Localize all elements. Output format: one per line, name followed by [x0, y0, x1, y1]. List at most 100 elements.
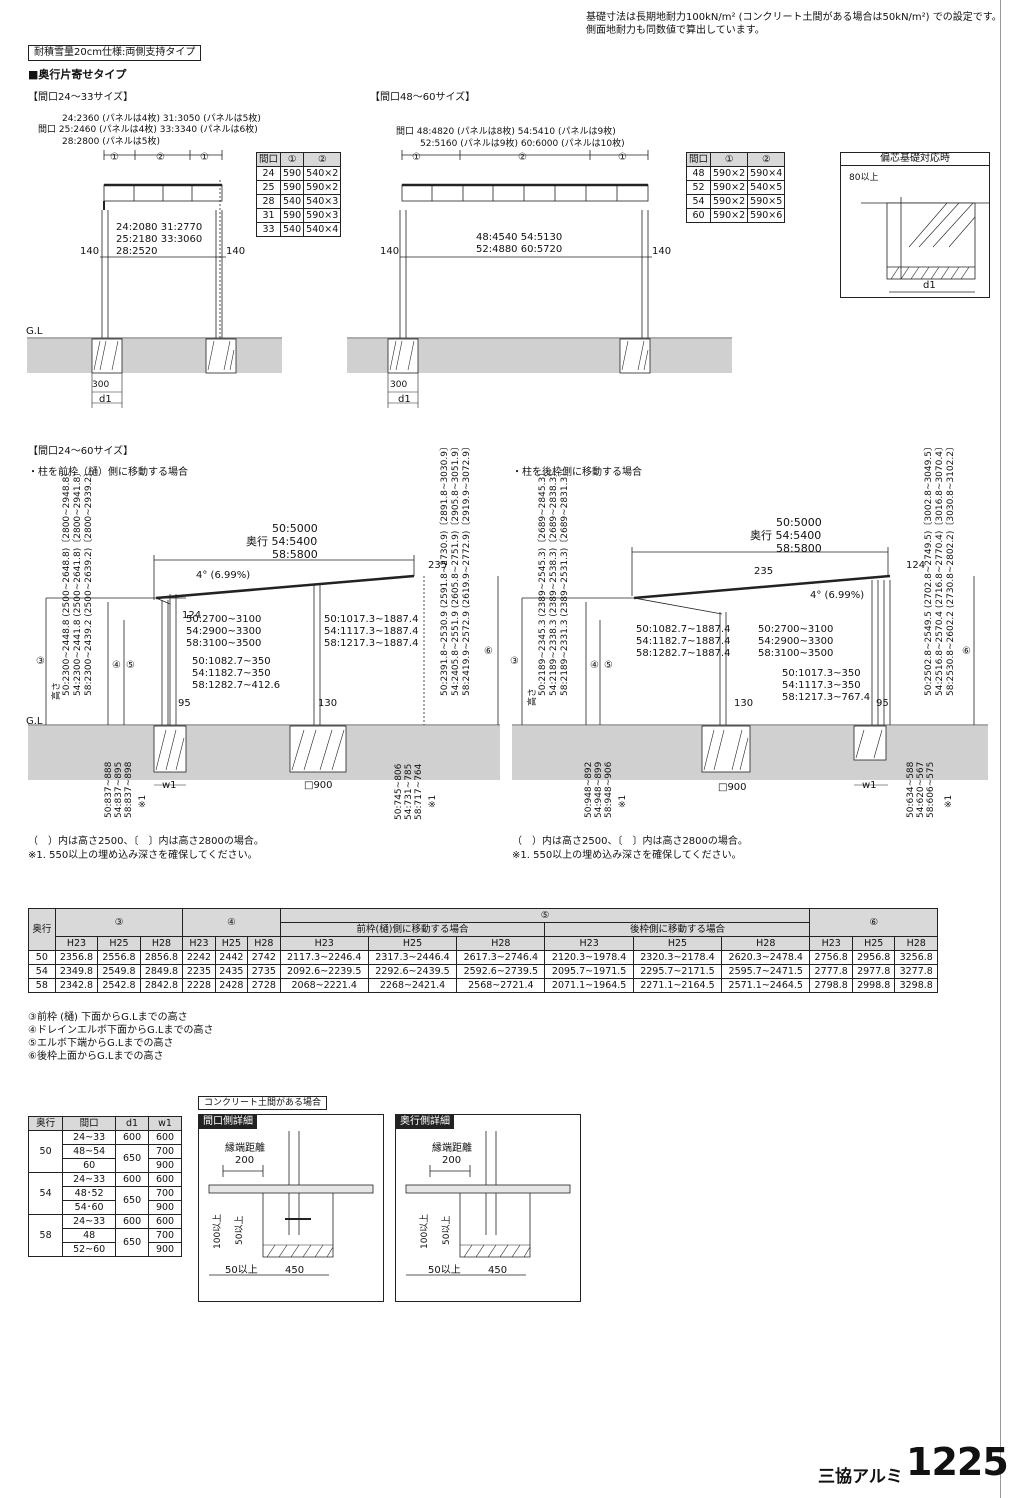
- mid-right-side-drawing: [512, 547, 988, 786]
- table-cell: 60: [62, 1158, 117, 1173]
- table-cell: 2977.8: [851, 964, 896, 979]
- table-cell: 24~33: [62, 1172, 117, 1187]
- top-left-dim-1: 24:2360 (パネルは4枚) 31:3050 (パネルは5枚): [62, 114, 261, 124]
- tl-marker-1: ①: [110, 152, 119, 163]
- ml-depth-2: 奥行 54:5400: [246, 535, 318, 548]
- ml-r1-1: 50:2700~3100: [186, 614, 262, 625]
- table-cell: 2271.1~2164.5: [632, 978, 723, 993]
- table-cell: 2292.6~2439.5: [367, 964, 458, 979]
- table-cell: 48: [62, 1228, 117, 1243]
- tl-side-left: 140: [80, 246, 100, 257]
- mr-depth-2: 奥行 54:5400: [750, 529, 822, 542]
- side-edge-label: 縁端距離: [432, 1143, 472, 1154]
- ml-depth-3: 58:5800: [272, 548, 318, 561]
- mr-r3-2: 54:1117.3~350: [782, 680, 861, 691]
- mr-r3-3: 58:1217.3~767.4: [782, 692, 871, 703]
- mr-rh-3: 58:2530.8~2602.2 (2730.8~2802.2)〔3030.8~…: [946, 442, 956, 696]
- mr-circ-3: ③: [510, 656, 519, 667]
- concrete-tag: コンクリート土間がある場合: [198, 1096, 328, 1110]
- ml-er-star: ※1: [428, 794, 438, 808]
- mr-r1-2: 54:1182.7~1887.4: [636, 636, 731, 647]
- mid-note-1-left: （ ）内は高さ2500、〔 〕内は高さ2800の場合。: [28, 836, 264, 847]
- ml-r2-3: 58:1217.3~1887.4: [324, 638, 419, 649]
- top-right-dim-2: 52:5160 (パネルは9枚) 60:6000 (パネルは10枚): [420, 139, 625, 149]
- front-detail-title: 間口側詳細: [199, 1115, 257, 1129]
- table-cell: 2120.3~1978.4: [544, 950, 634, 965]
- table-cell: 650: [115, 1228, 150, 1257]
- mr-circ-5: ⑤: [604, 660, 613, 671]
- ml-circ-5: ⑤: [126, 660, 135, 671]
- header-note-line2: 側面地耐力も同数値で算出しています。: [586, 25, 765, 36]
- table-cell: 50: [28, 950, 56, 965]
- ml-w1: w1: [162, 780, 177, 791]
- mid-note-2-left: ※1. 550以上の埋め込み深さを確保してください。: [28, 850, 258, 861]
- tr-d1: d1: [398, 394, 411, 405]
- side-200: 200: [442, 1155, 462, 1166]
- mr-r1-1: 50:1082.7~1887.4: [636, 624, 731, 635]
- table-cell: 2242: [182, 950, 216, 965]
- mr-r2-2: 54:2900~3300: [758, 636, 834, 647]
- mr-heights-3: 58:2189~2331.3 (2389~2531.3)〔2689~2831.3…: [560, 467, 570, 696]
- table-cell: 600: [148, 1172, 182, 1187]
- front-100: 100以上: [213, 1213, 223, 1249]
- table-cell: 600: [148, 1214, 182, 1229]
- ml-r3-3: 58:1282.7~412.6: [192, 680, 281, 691]
- table-cell: 3277.8: [894, 964, 938, 979]
- spec-tag: 耐積雪量20cm仕様:両側支持タイプ: [28, 45, 202, 61]
- table-cell: 2568~2721.4: [456, 978, 546, 993]
- table-cell: 900: [148, 1200, 182, 1215]
- tr-foot: 300: [390, 380, 408, 390]
- table-cell: 48~54: [62, 1144, 117, 1159]
- mr-el-star: ※1: [618, 794, 628, 808]
- table-cell: 3298.8: [894, 978, 938, 993]
- legend-4: ④ドレインエルボ下面からG.Lまでの高さ: [28, 1025, 214, 1036]
- ml-slope: 4° (6.99%): [196, 570, 251, 581]
- mr-circ-4: ④: [590, 660, 599, 671]
- table-cell: 2320.3~2178.4: [632, 950, 723, 965]
- table-cell: 2342.8: [54, 978, 99, 993]
- offset-foundation-drawing: [861, 197, 989, 293]
- table-cell: 2549.8: [97, 964, 141, 979]
- table-cell: 600: [115, 1214, 150, 1229]
- offset-title: 偏芯基礎対応時: [841, 153, 989, 166]
- mr-depth-1: 50:5000: [776, 516, 822, 529]
- mr-r2-3: 58:3100~3500: [758, 648, 834, 659]
- mid-left-side-drawing: [28, 555, 500, 786]
- table-cell: 2571.1~2464.5: [721, 978, 811, 993]
- table-cell: 650: [115, 1144, 150, 1173]
- mid-note-1-right: （ ）内は高さ2500、〔 〕内は高さ2800の場合。: [512, 836, 748, 847]
- table-cell: 2435: [214, 964, 249, 979]
- tl-d1: d1: [99, 394, 112, 405]
- mr-n95: 95: [876, 698, 889, 709]
- table-cell: 2592.6~2739.5: [456, 964, 546, 979]
- front-50b: 50以上: [225, 1265, 258, 1276]
- ml-heights-2: 54:2300~2441.8 (2500~2641.8)〔2800~2941.8…: [73, 467, 83, 696]
- table-cell: 650: [115, 1186, 150, 1215]
- table-cell: 2595.7~2471.5: [721, 964, 811, 979]
- ml-el-3: 58:837~898: [124, 761, 134, 818]
- table-cell: 24~33: [62, 1130, 117, 1145]
- table-cell: 900: [148, 1158, 182, 1173]
- top-left-dim-2: 間口 25:2460 (パネルは4枚) 33:3340 (パネルは6枚): [38, 125, 258, 135]
- ml-circ-6: ⑥: [484, 646, 493, 657]
- page-number: 1225: [906, 1440, 1009, 1484]
- mr-n124: 124: [906, 560, 926, 571]
- ml-depth-1: 50:5000: [272, 522, 318, 535]
- tr-marker-3: ①: [618, 152, 627, 163]
- tl-gl: G.L: [26, 326, 43, 337]
- table-cell: 58: [28, 978, 56, 993]
- ml-r2-2: 54:1117.3~1887.4: [324, 626, 419, 637]
- section-title: ■奥行片寄せタイプ: [28, 68, 127, 81]
- header-note-line1: 基礎寸法は長期地耐力100kN/m² (コンクリート土間がある場合は50kN/m…: [586, 12, 1002, 23]
- mr-rh-1: 50:2502.8~2549.5 (2702.8~2749.5)〔3002.8~…: [924, 442, 934, 696]
- table-cell: 2228: [182, 978, 216, 993]
- tl-inner-3: 28:2520: [116, 246, 158, 257]
- mid-note-2-right: ※1. 550以上の埋め込み深さを確保してください。: [512, 850, 742, 861]
- ml-r3-1: 50:1082.7~350: [192, 656, 271, 667]
- front-edge-label: 縁端距離: [225, 1143, 265, 1154]
- side-detail-drawing: [405, 1131, 571, 1276]
